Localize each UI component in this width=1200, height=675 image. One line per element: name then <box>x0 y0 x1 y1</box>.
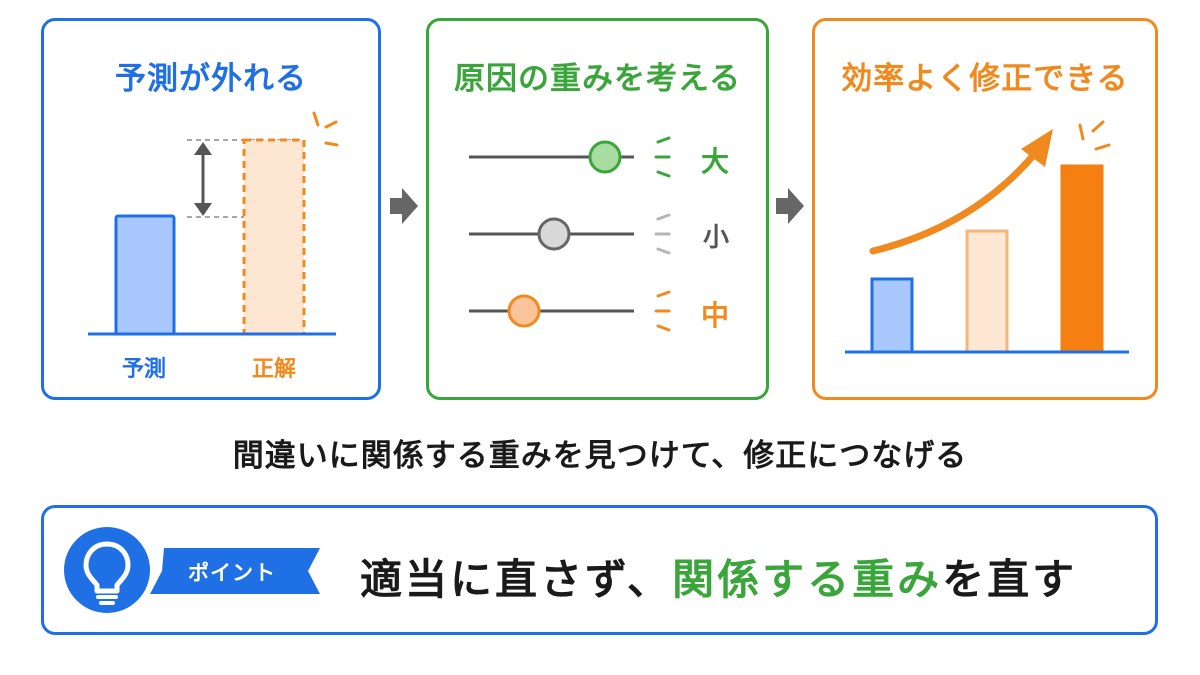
prediction-bar <box>114 214 176 336</box>
point-tag-label: ポイント <box>188 561 276 585</box>
level-small: 小 <box>703 223 730 253</box>
spark-icon <box>654 290 671 332</box>
message-after: を直す <box>942 555 1078 604</box>
bar-after <box>1060 164 1104 354</box>
arrow-right-icon <box>776 188 804 224</box>
panel-title: 効率よく修正できる <box>841 61 1129 97</box>
spark-icon <box>312 111 339 147</box>
message-highlight: 関係する重み <box>672 555 943 604</box>
point-message: 適当に直さず、関係する重みを直す <box>360 546 1077 607</box>
spark-icon <box>654 213 671 255</box>
spark-icon <box>1078 120 1111 151</box>
gap-arrow-icon <box>194 142 212 216</box>
caption: 間違いに関係する重みを見つけて、修正につなげる <box>232 438 968 474</box>
level-medium: 中 <box>701 299 730 332</box>
spark-icon <box>654 136 671 178</box>
panel-prediction-miss: 予測が外れる 予測 正解 <box>41 18 381 400</box>
slider-large <box>469 136 671 178</box>
weight-sliders <box>469 136 671 332</box>
panel-title: 予測が外れる <box>115 61 307 97</box>
slider-medium <box>469 290 671 332</box>
prediction-label: 予測 <box>121 357 166 382</box>
lightbulb-icon <box>64 527 150 613</box>
improvement-chart <box>845 120 1129 354</box>
trend-arrow-icon <box>869 129 1053 255</box>
prediction-vs-answer-chart <box>88 111 339 336</box>
answer-bar <box>242 138 306 336</box>
message-before: 適当に直さず、 <box>360 555 673 604</box>
arrow-right-icon <box>390 188 418 224</box>
bar-middle <box>965 229 1009 354</box>
bar-before <box>870 277 914 354</box>
point-tag-ribbon <box>150 548 320 594</box>
point-box: ポイント 適当に直さず、関係する重みを直す <box>41 505 1158 635</box>
answer-label: 正解 <box>251 357 296 382</box>
panel-title: 原因の重みを考える <box>453 61 742 97</box>
panel-weight-causes: 原因の重みを考える <box>426 18 769 400</box>
slider-small <box>469 213 671 255</box>
level-large: 大 <box>701 145 730 178</box>
panel-efficient-fix: 効率よく修正できる <box>812 18 1158 400</box>
